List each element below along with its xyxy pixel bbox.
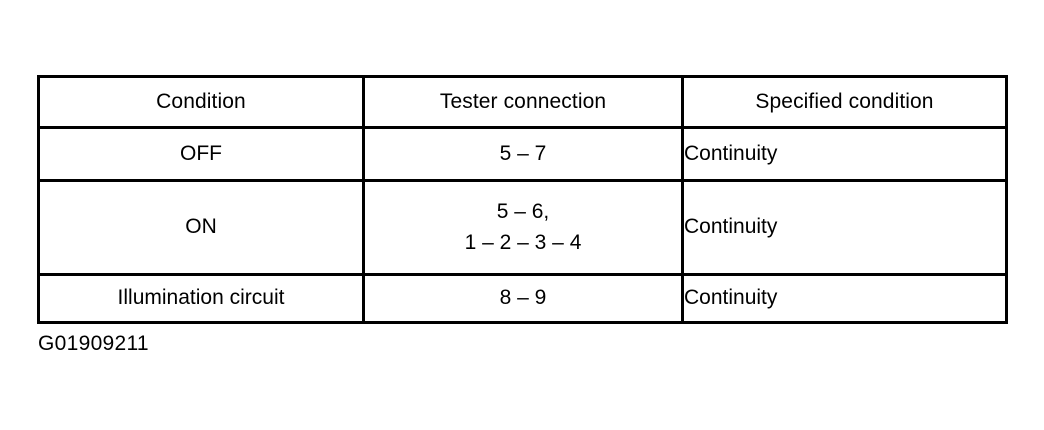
cell-tester-off: 5 – 7: [362, 126, 684, 182]
tester-connection-lines: 5 – 6, 1 – 2 – 3 – 4: [365, 197, 681, 258]
table-row: OFF 5 – 7 Continuity: [37, 126, 1008, 182]
inspection-spec-table: Condition Tester connection Specified co…: [37, 75, 1008, 324]
tester-connection-lines: 5 – 7: [365, 139, 681, 169]
table-row: Illumination circuit 8 – 9 Continuity: [37, 273, 1008, 324]
cell-condition-illumination-circuit: Illumination circuit: [37, 273, 365, 324]
column-header-condition: Condition: [37, 75, 365, 129]
cell-specified-off: Continuity: [681, 126, 1008, 182]
tester-connection-line: 8 – 9: [499, 286, 547, 310]
table-header-row: Condition Tester connection Specified co…: [37, 75, 1008, 129]
figure-caption: G01909211: [38, 332, 149, 355]
column-header-specified-condition: Specified condition: [681, 75, 1008, 129]
cell-specified-on: Continuity: [681, 179, 1008, 276]
tester-connection-line: 5 – 7: [499, 141, 547, 165]
cell-specified-illumination-circuit: Continuity: [681, 273, 1008, 324]
cell-condition-off: OFF: [37, 126, 365, 182]
column-header-tester-connection: Tester connection: [362, 75, 684, 129]
tester-connection-lines: 8 – 9: [365, 283, 681, 313]
cell-condition-on: ON: [37, 179, 365, 276]
tester-connection-line: 5 – 6,: [496, 200, 550, 224]
cell-tester-on: 5 – 6, 1 – 2 – 3 – 4: [362, 179, 684, 276]
cell-tester-illumination-circuit: 8 – 9: [362, 273, 684, 324]
table-row: ON 5 – 6, 1 – 2 – 3 – 4 Continuity: [37, 179, 1008, 276]
tester-connection-line: 1 – 2 – 3 – 4: [464, 230, 582, 254]
